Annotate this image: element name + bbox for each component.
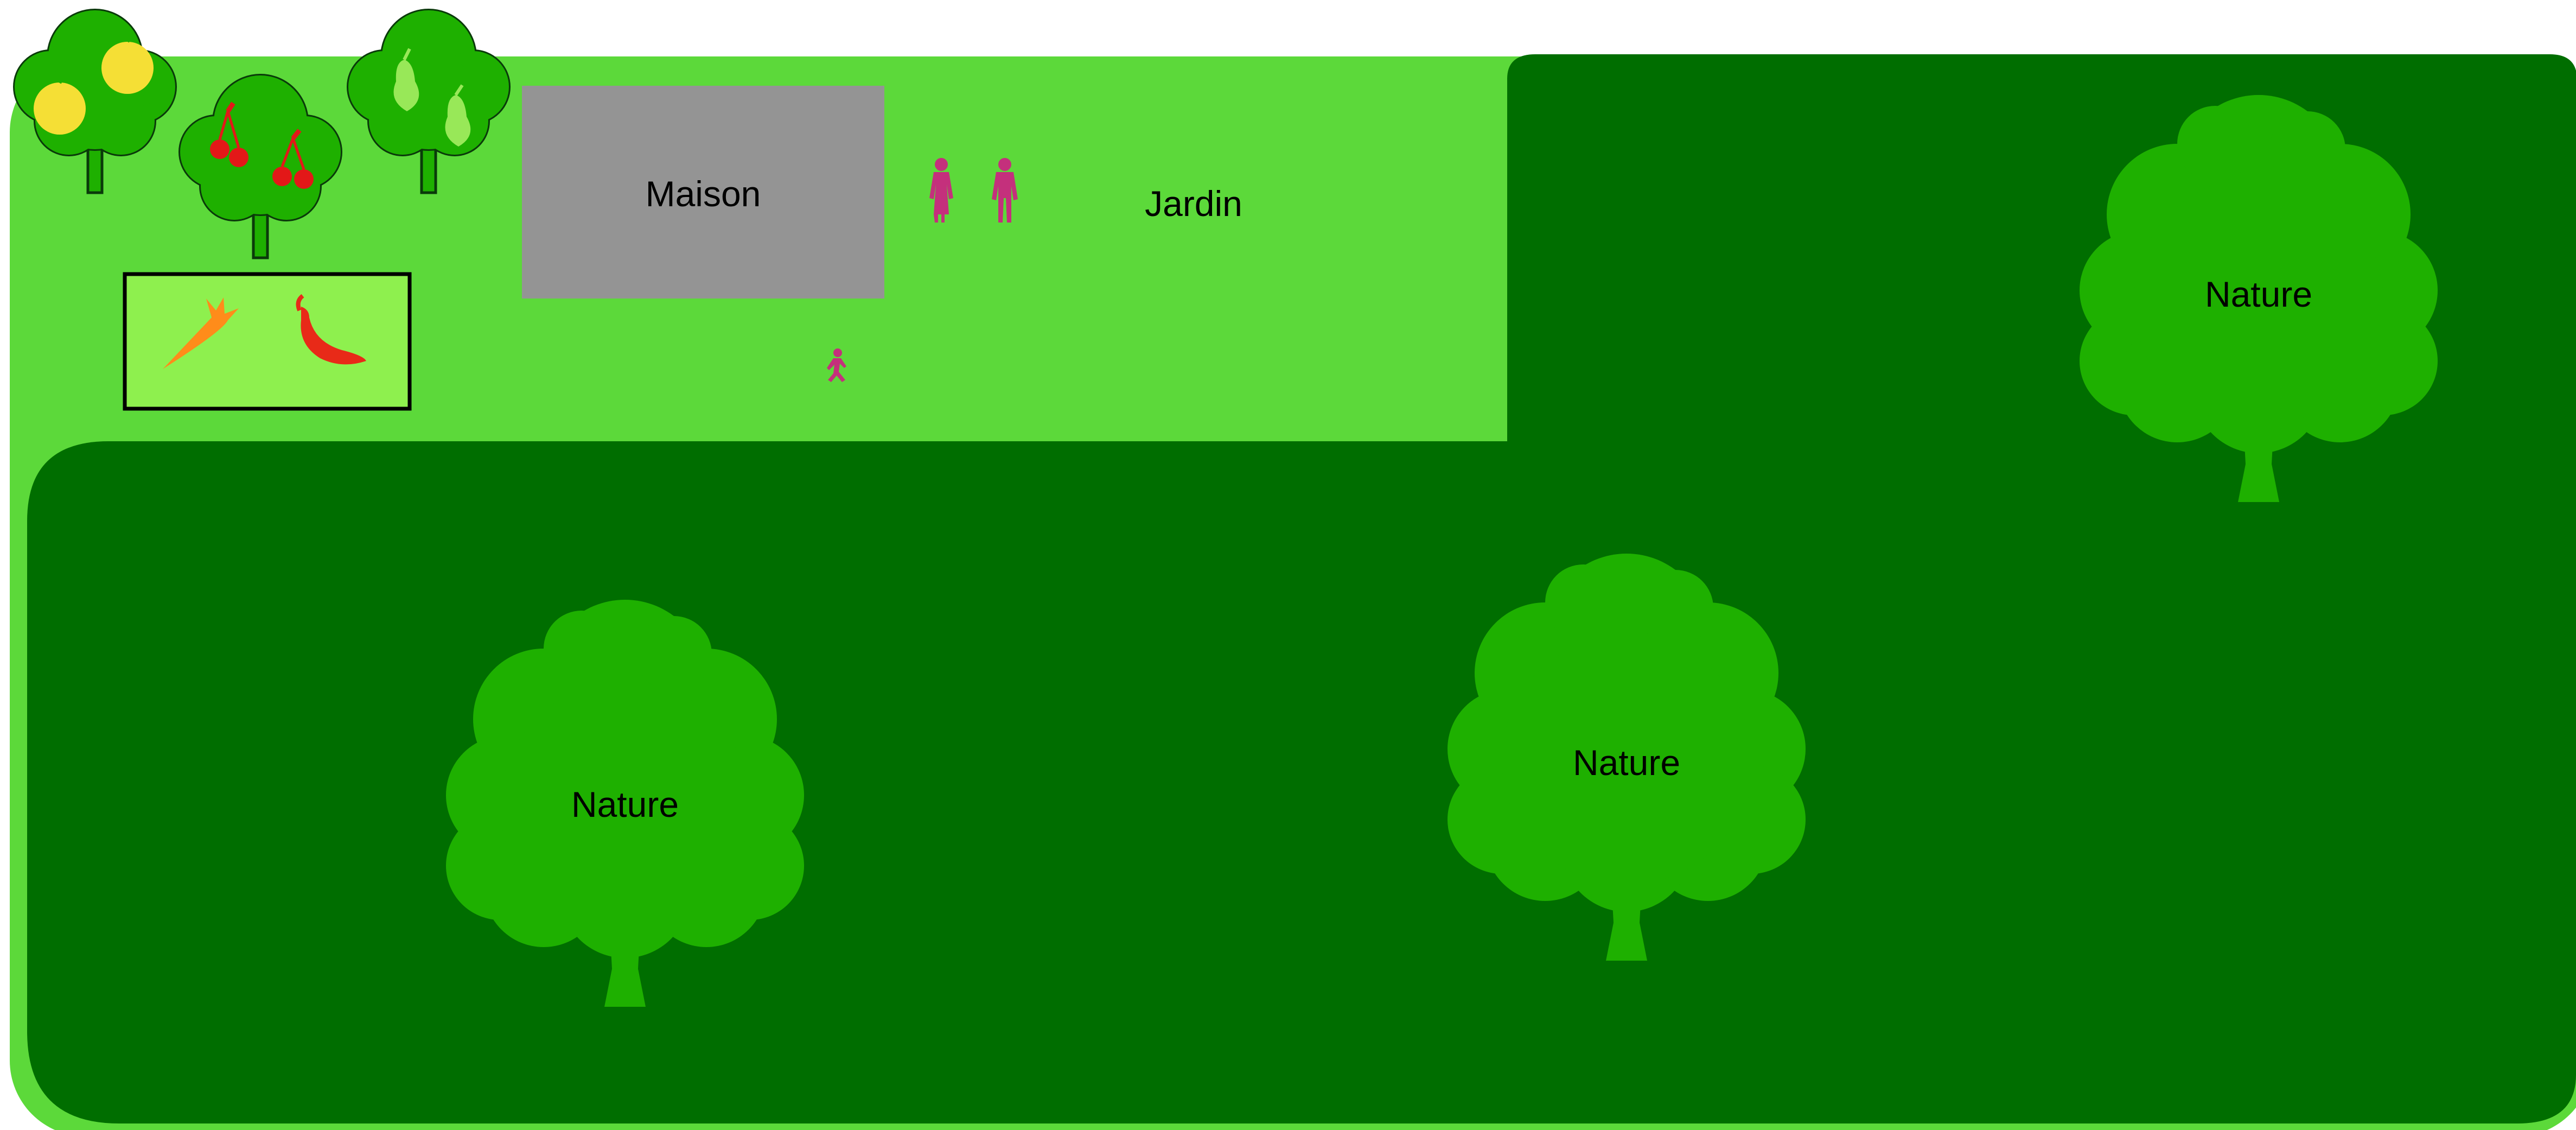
nature-label-3: Nature	[2205, 274, 2312, 314]
house-label: Maison	[646, 174, 761, 214]
cherry-tree-icon	[180, 75, 341, 259]
woman-icon	[929, 158, 953, 223]
house-building	[522, 86, 884, 299]
pear-tree-icon	[348, 10, 509, 194]
apple-tree-icon	[15, 10, 175, 194]
garden-label: Jardin	[1145, 183, 1242, 224]
vegetable-bed	[123, 272, 412, 411]
nature-label-1: Nature	[571, 784, 679, 824]
chili-pepper-icon	[296, 294, 366, 365]
carrot-icon	[163, 297, 239, 369]
man-icon	[992, 158, 1018, 223]
running-child-icon	[827, 348, 846, 382]
forest-area-bottom	[27, 441, 2576, 1123]
nature-label-2: Nature	[1573, 742, 1680, 783]
